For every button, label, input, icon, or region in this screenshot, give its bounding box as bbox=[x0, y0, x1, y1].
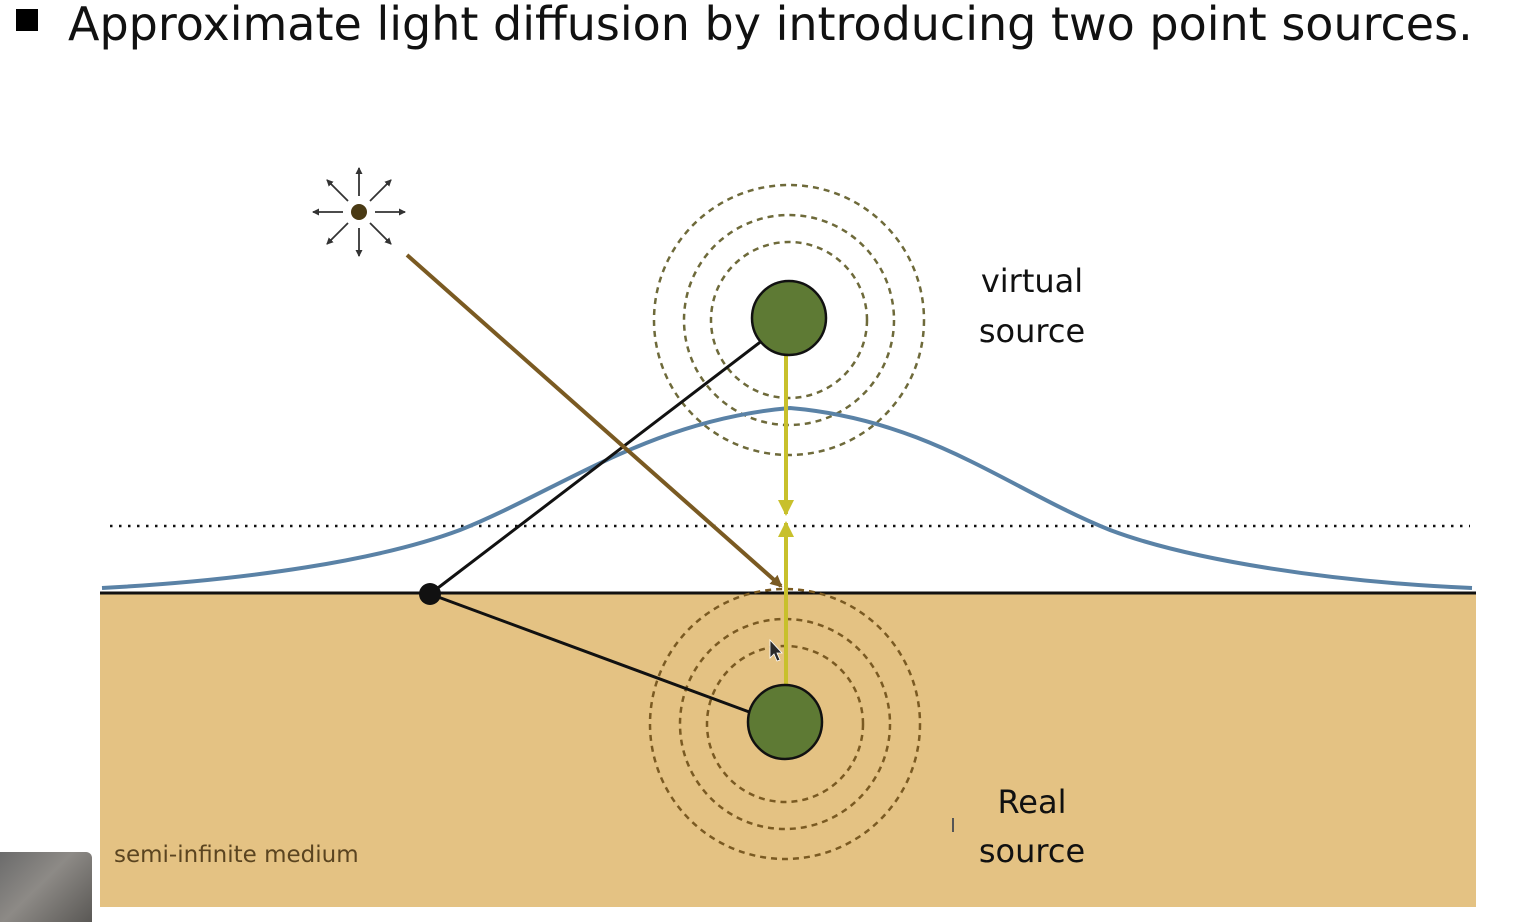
real-source-label-line2: source bbox=[979, 832, 1085, 870]
slide-bullet-text: Approximate light diffusion by introduci… bbox=[68, 0, 1473, 51]
virtual-source bbox=[750, 279, 828, 357]
real-source bbox=[746, 683, 824, 761]
presenter-webcam-thumbnail bbox=[0, 852, 92, 922]
incident-light-ray bbox=[405, 253, 783, 588]
light-source-icon bbox=[312, 167, 406, 257]
exit-point bbox=[419, 583, 441, 605]
diffusion-profile-curve bbox=[101, 405, 1473, 590]
mouse-cursor-icon bbox=[769, 638, 783, 662]
medium-label: semi-infinite medium bbox=[114, 842, 359, 868]
virtual-source-rings bbox=[652, 183, 926, 457]
virtual-source-label-line1: virtual bbox=[981, 262, 1083, 300]
path-exit-to-real bbox=[429, 592, 753, 715]
path-exit-to-virtual bbox=[429, 338, 764, 596]
bullet-marker bbox=[16, 9, 38, 31]
virtual-source-label-line2: source bbox=[979, 312, 1085, 350]
real-source-label-line1: Real bbox=[998, 783, 1067, 821]
